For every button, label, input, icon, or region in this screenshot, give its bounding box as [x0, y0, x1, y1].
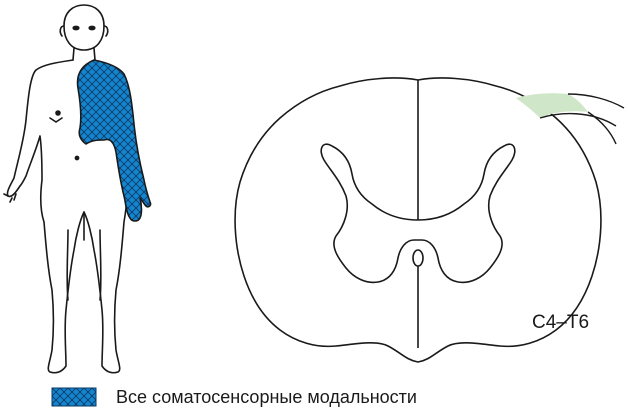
right-hand — [4, 194, 16, 202]
navel-mark — [75, 156, 78, 159]
legend-label: Все соматосенсорные модальности — [116, 387, 417, 408]
chest-mark — [50, 118, 62, 122]
head-outline — [64, 5, 104, 50]
leg-inner-line — [67, 230, 68, 300]
central-canal — [413, 250, 423, 266]
affected-area-hatched — [78, 60, 151, 221]
body-outline-icon — [4, 5, 127, 373]
eye-mark — [89, 26, 95, 29]
legend: Все соматосенсорные модальности — [52, 386, 417, 408]
segment-label: C4–T6 — [532, 312, 589, 334]
nipple-mark — [56, 111, 60, 115]
eye-mark — [73, 26, 79, 29]
leg-inner-line — [100, 230, 101, 300]
